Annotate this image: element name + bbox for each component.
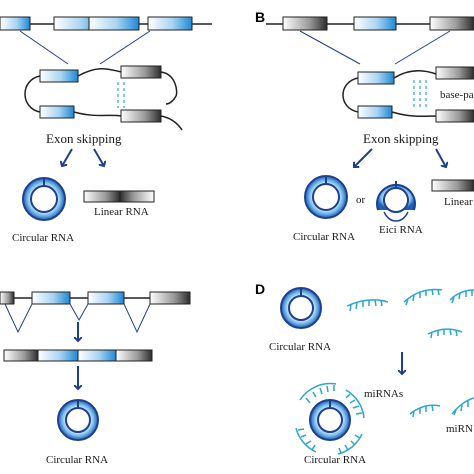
- linear-transcript: [3, 349, 153, 362]
- panel-d: D Circular RNA: [255, 281, 474, 466]
- circular-rna-icon: [57, 399, 99, 441]
- eici-rna-label: Eici RNA: [379, 224, 423, 236]
- zoom-line: [99, 30, 151, 65]
- eici-rna-icon: [376, 181, 416, 222]
- exon: [88, 16, 140, 31]
- panel-c: Circular RNA: [0, 291, 191, 466]
- circular-rna-label: Circular RNA: [46, 454, 108, 466]
- panel-b: B base-pa Exon skipping Circular R: [255, 9, 474, 243]
- circrna-sponge: [295, 382, 365, 455]
- linear-rna-label: Linear RNA: [94, 206, 149, 218]
- base-pairing-label: base-pa: [440, 89, 474, 101]
- panel-letter-d: D: [255, 281, 265, 297]
- circular-rna-icon: [22, 177, 66, 221]
- or-label: or: [356, 194, 366, 206]
- exon: [39, 69, 79, 83]
- flanking-exon: [120, 65, 162, 79]
- zoom-line: [299, 30, 361, 65]
- exon: [87, 291, 125, 305]
- circular-rna-label: Circular RNA: [293, 231, 355, 243]
- mirna-icon: [451, 397, 474, 416]
- panel-a: Exon skipping Circular RNA Linear RNA: [0, 16, 212, 244]
- exon: [31, 291, 71, 305]
- splice-junction: [69, 303, 89, 322]
- linear-rna-icon: [431, 179, 474, 192]
- exon-skipping-label: Exon skipping: [363, 131, 439, 146]
- arrow: [435, 148, 446, 167]
- mirna-icon: [409, 404, 441, 418]
- mirna-icon: [449, 289, 474, 304]
- exon-skipping-label: Exon skipping: [46, 131, 122, 146]
- flanking-exon: [429, 16, 474, 31]
- arrow: [93, 148, 104, 166]
- linear-rna-icon: [83, 190, 155, 203]
- circular-rna-label: Circular RNA: [12, 232, 74, 244]
- mirnas-label: miRNAs: [364, 388, 403, 400]
- exon: [39, 105, 75, 119]
- splice-junction: [123, 303, 151, 334]
- exon: [0, 16, 31, 31]
- circular-rna-icon: [304, 175, 348, 219]
- linear-rna-label: Linear: [444, 196, 473, 208]
- zoom-line: [19, 30, 69, 65]
- arrow: [62, 148, 73, 166]
- flanking-exon: [120, 109, 162, 123]
- mirna-label-cut: miRN: [446, 423, 473, 435]
- lariat-structure: [342, 66, 474, 123]
- mirna-icon: [427, 328, 463, 339]
- circular-rna-label: Circular RNA: [304, 454, 366, 466]
- zoom-line: [394, 30, 451, 65]
- arrow: [354, 148, 373, 167]
- lariat-structure: [24, 65, 183, 131]
- exon: [147, 16, 193, 31]
- flanking-exon: [282, 16, 328, 31]
- panel-letter-b: B: [255, 9, 265, 25]
- mirna-icon: [346, 299, 389, 312]
- exon: [353, 16, 397, 31]
- bound-mirnas: [295, 382, 365, 455]
- circular-rna-label: Circular RNA: [269, 341, 331, 353]
- circular-rna-icon: [280, 287, 322, 329]
- splice-junction: [4, 303, 33, 334]
- mirna-icon: [403, 288, 443, 306]
